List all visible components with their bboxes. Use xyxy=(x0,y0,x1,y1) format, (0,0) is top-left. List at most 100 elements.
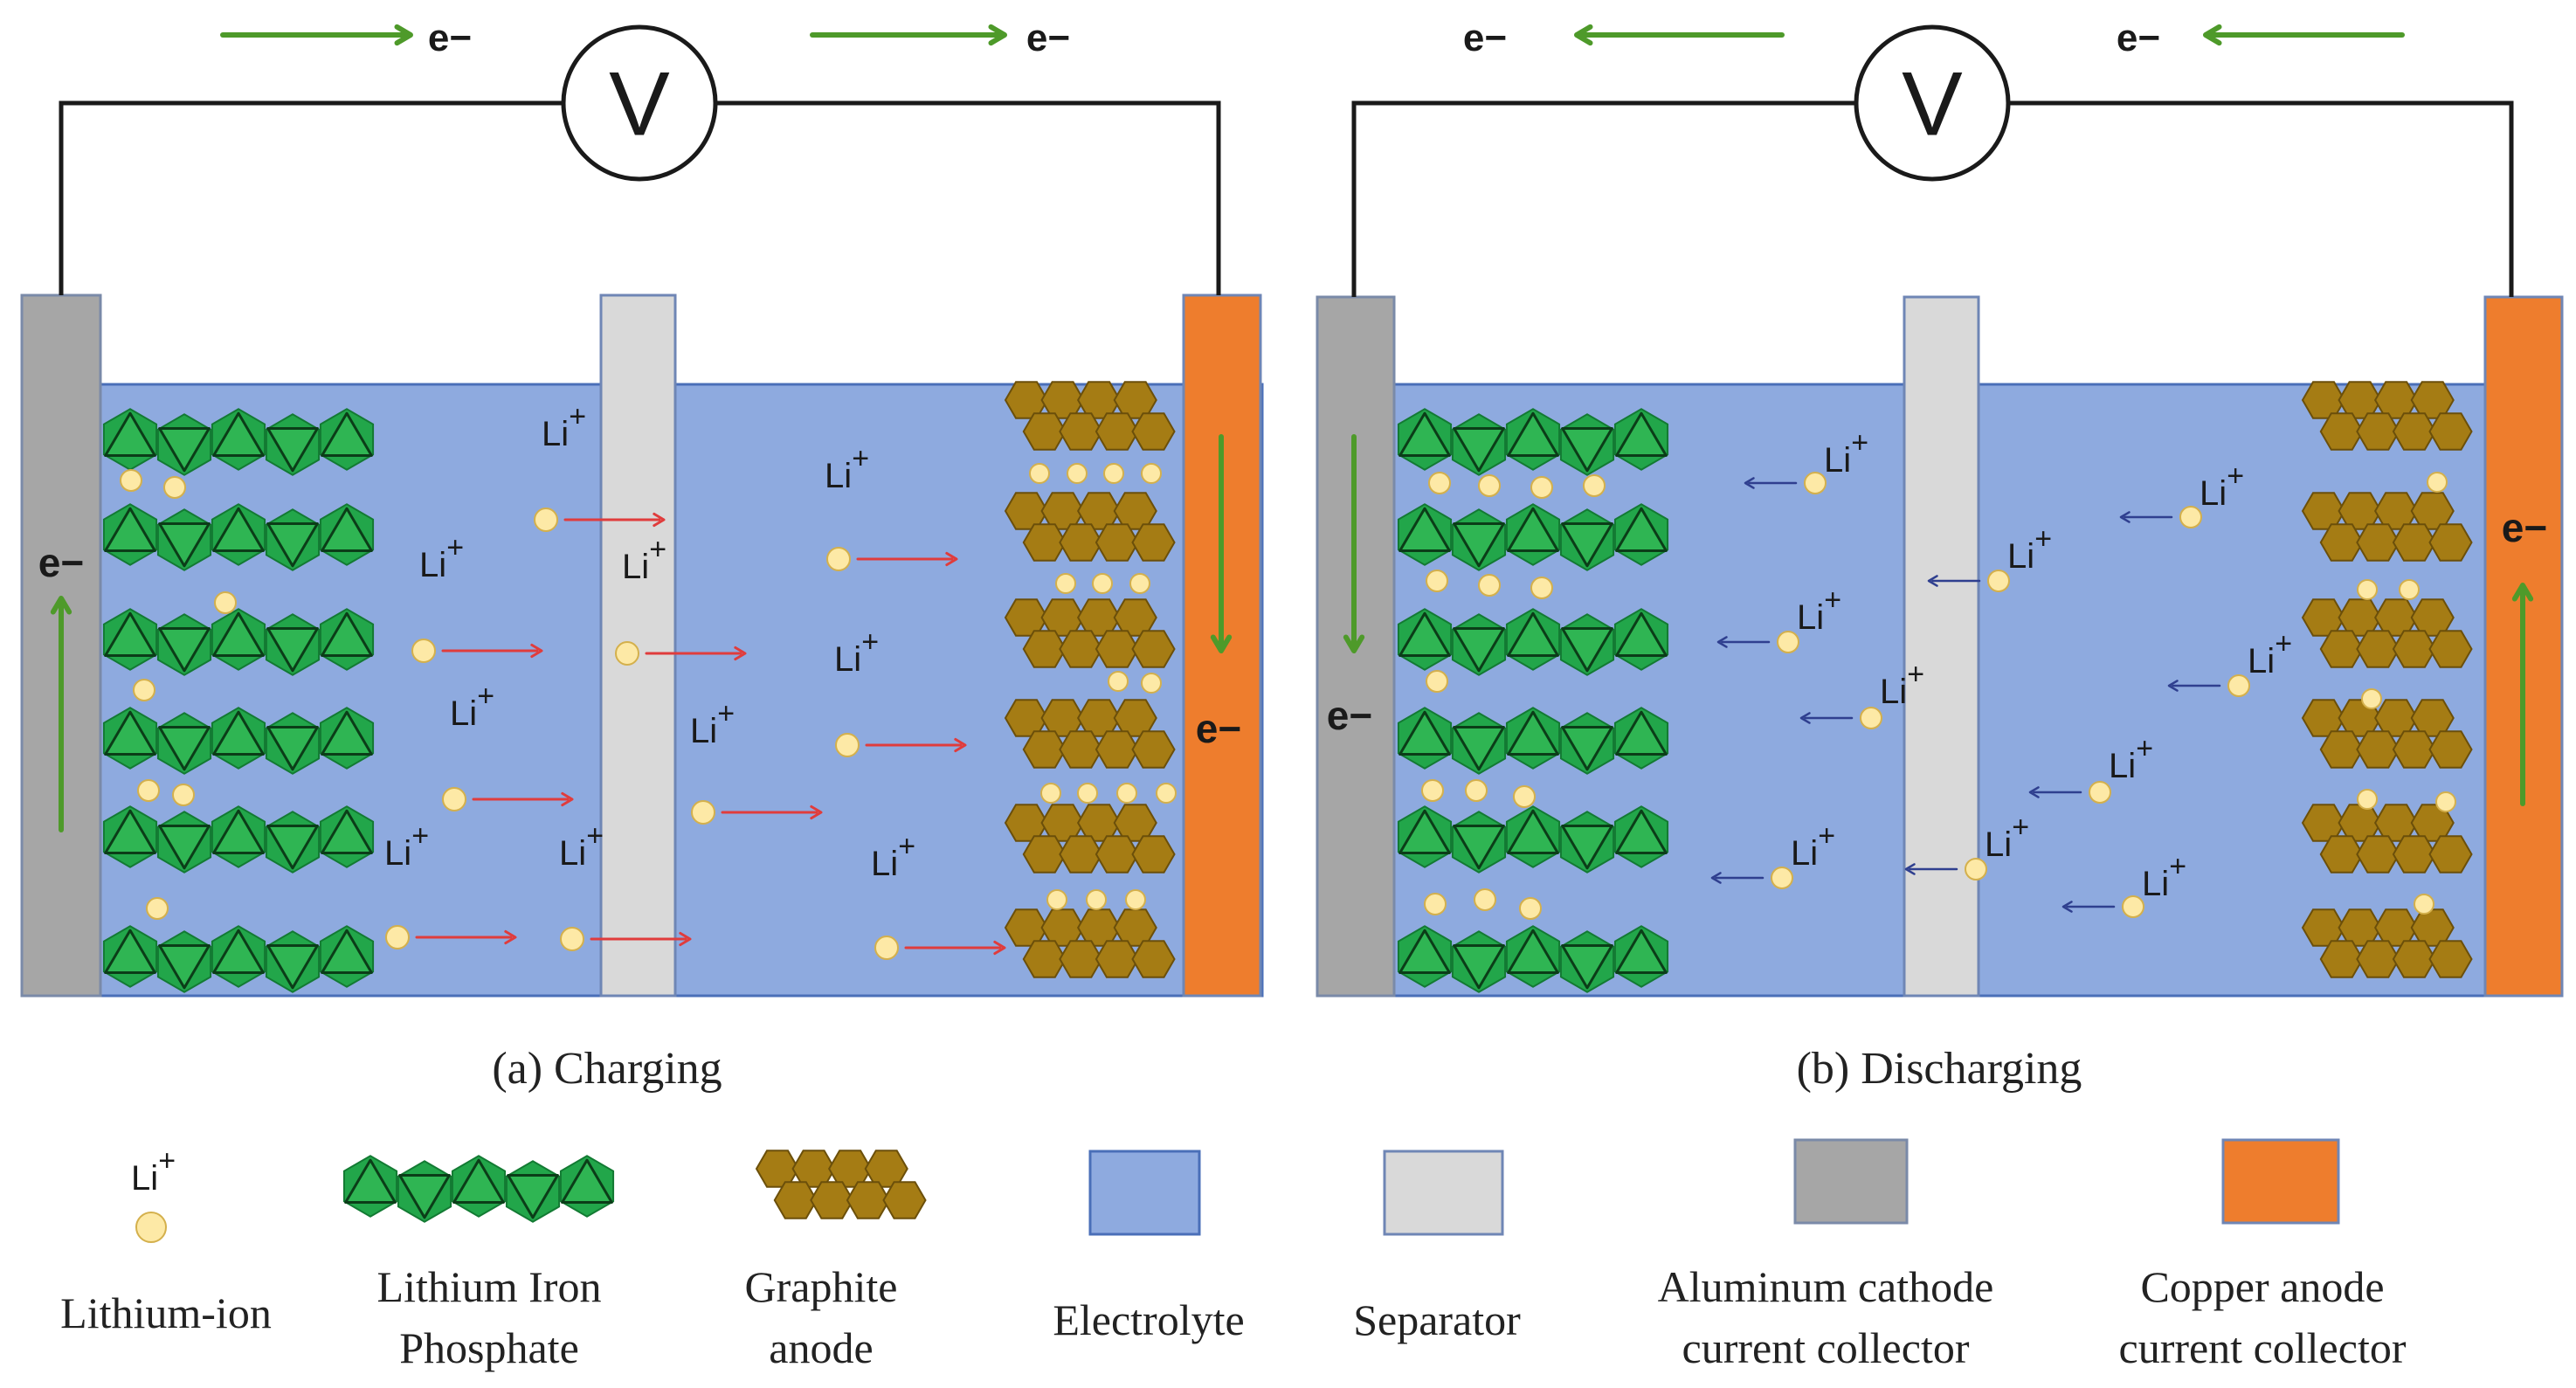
lfp-tetrahedron xyxy=(1453,426,1505,473)
arrow-head xyxy=(50,596,73,615)
plus-text: + xyxy=(861,625,879,659)
plus-text: + xyxy=(1824,584,1841,617)
li-text: Li xyxy=(2248,642,2275,680)
charge-arrow xyxy=(441,643,543,659)
li-plus-label: Li+ xyxy=(834,625,879,679)
lfp-tetrahedron xyxy=(104,929,156,975)
lfp-row xyxy=(1397,408,1669,476)
graphite-hexagon xyxy=(1095,730,1140,769)
lfp-tetrahedron xyxy=(212,507,265,553)
lithium-ion xyxy=(615,641,639,666)
lfp-row xyxy=(102,503,375,571)
li-plus-label: Li+ xyxy=(131,1144,176,1198)
lfp-tetrahedron xyxy=(158,943,211,990)
lithium-ion xyxy=(120,469,142,492)
arrow-head xyxy=(1716,636,1728,648)
graphite-block xyxy=(1004,381,1176,451)
lfp-tetrahedron xyxy=(1615,809,1668,855)
li-text: Li xyxy=(559,834,586,873)
lithium-ion xyxy=(1156,783,1177,804)
lfp-row xyxy=(102,707,375,775)
graphite-block xyxy=(2301,804,2473,874)
discharge-arrow xyxy=(2167,680,2221,692)
discharge-arrow xyxy=(1904,863,1958,875)
lfp-row xyxy=(102,925,375,993)
lithium-ion xyxy=(1478,474,1501,497)
graphite-hexagon xyxy=(1131,412,1176,451)
legend-label-graphite: anode xyxy=(769,1323,873,1372)
lfp-row xyxy=(1397,925,1669,993)
lfp-tetrahedron xyxy=(1453,824,1505,870)
electron-flow-arrow-icon xyxy=(810,24,1007,46)
lfp-tetrahedron xyxy=(1615,507,1668,553)
li-plus-label: Li+ xyxy=(1824,426,1868,480)
lithium-ion xyxy=(2122,895,2144,918)
plus-text: + xyxy=(1907,658,1924,691)
arrow-head xyxy=(1210,634,1233,653)
lfp-tetrahedron xyxy=(1507,507,1559,553)
lfp-tetrahedron xyxy=(266,824,319,870)
discharge-arrow xyxy=(1716,636,1771,648)
graphite-hexagon-icon xyxy=(755,1150,927,1219)
plus-text: + xyxy=(717,697,735,730)
li-text: Li xyxy=(1791,834,1818,873)
lithium-ion xyxy=(1965,858,1987,880)
li-plus-label: Li+ xyxy=(2248,627,2292,680)
graphite-hexagon xyxy=(2392,835,2437,874)
graphite-hexagon xyxy=(1022,523,1067,562)
lfp-tetrahedron xyxy=(158,626,211,673)
lfp-tetrahedron xyxy=(321,929,373,975)
lfp-tetrahedron xyxy=(1507,809,1559,855)
li-plus-label: Li+ xyxy=(450,680,494,733)
li-text: Li xyxy=(2200,474,2227,513)
lfp-tetrahedron xyxy=(1398,809,1451,855)
lithium-ion xyxy=(1092,573,1113,594)
lfp-tetrahedron xyxy=(507,1173,559,1219)
graphite-block xyxy=(1004,492,1176,562)
lfp-row xyxy=(102,408,375,476)
legend-label-electrolyte: Electrolyte xyxy=(1053,1295,1244,1344)
lfp-tetrahedron xyxy=(1615,411,1668,458)
lfp-tetrahedron xyxy=(1561,521,1613,568)
graphite-hexagon xyxy=(2428,940,2473,978)
graphite-hexagon xyxy=(1095,523,1140,562)
legend-label-cathode: current collector xyxy=(1682,1323,1970,1372)
charge-arrow xyxy=(472,791,574,807)
arrow-head xyxy=(1574,24,1593,46)
lfp-tetrahedron xyxy=(1561,626,1613,673)
electron-label: e− xyxy=(38,540,84,585)
li-plus-label: Li+ xyxy=(690,697,735,750)
lfp-tetrahedron xyxy=(1398,710,1451,756)
lfp-tetrahedron xyxy=(1398,929,1451,975)
discharging-panel: Ve−e−e−e−Li+Li+Li+Li+Li+Li+Li+Li+Li+Li+(… xyxy=(1316,17,2564,1094)
wire-right xyxy=(2009,100,2514,297)
lithium-ion xyxy=(1860,707,1882,729)
electron-label: e− xyxy=(1327,693,1372,738)
li-text: Li xyxy=(419,546,446,584)
lithium-ion xyxy=(2227,674,2250,697)
lithium-ion-icon xyxy=(135,1212,167,1243)
lithium-ion xyxy=(1103,463,1124,484)
lithium-ion xyxy=(1519,897,1542,920)
lfp-row xyxy=(1397,503,1669,571)
wire-left xyxy=(59,100,563,295)
li-plus-label: Li+ xyxy=(622,533,666,586)
lfp-tetrahedron xyxy=(321,710,373,756)
graphite-hexagon xyxy=(1095,412,1140,451)
legend-label-lfp: Lithium Iron xyxy=(377,1262,602,1311)
arrow-head xyxy=(530,643,543,659)
lfp-tetrahedron xyxy=(452,1158,505,1205)
voltmeter-circle xyxy=(561,24,718,182)
li-plus-label: Li+ xyxy=(419,531,464,584)
wire-right xyxy=(716,100,1221,295)
plus-text: + xyxy=(898,830,915,863)
voltmeter-label: V xyxy=(609,53,670,155)
arrow-head xyxy=(504,929,517,945)
graphite-hexagon xyxy=(1095,630,1140,668)
lithium-ion xyxy=(1108,671,1129,692)
li-plus-label: Li+ xyxy=(2109,732,2153,785)
lithium-ion xyxy=(691,800,715,825)
lfp-tetrahedron xyxy=(158,426,211,473)
electron-flow-arrow-icon xyxy=(50,596,73,832)
lfp-tetrahedron xyxy=(1507,411,1559,458)
